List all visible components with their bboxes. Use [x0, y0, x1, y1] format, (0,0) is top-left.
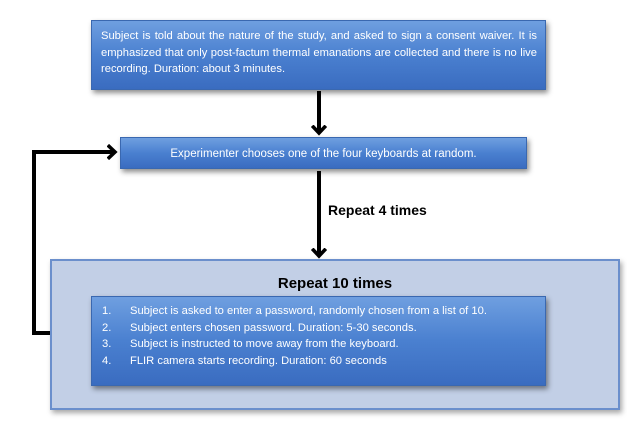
list-item: 1. Subject is asked to enter a password,…: [102, 303, 545, 320]
step-text: Subject is asked to enter a password, ra…: [130, 305, 487, 317]
list-item: 4. FLIR camera starts recording. Duratio…: [102, 353, 545, 370]
step-text: Subject enters chosen password. Duration…: [130, 321, 417, 334]
repeat-10-times-label: Repeat 10 times: [277, 275, 393, 292]
keyboard-choice-box: Experimenter chooses one of the four key…: [120, 137, 527, 169]
consent-step-box: Subject is told about the nature of the …: [91, 20, 546, 90]
step-text: Subject is instructed to move away from …: [130, 338, 399, 350]
list-item: 2. Subject enters chosen password. Durat…: [102, 320, 545, 337]
loop-back-arrow: [32, 152, 115, 335]
trial-steps-box: 1. Subject is asked to enter a password,…: [91, 296, 546, 386]
repeat-4-times-label: Repeat 4 times: [328, 202, 427, 218]
list-item: 3. Subject is instructed to move away fr…: [102, 336, 545, 353]
step-number: 4.: [102, 354, 112, 367]
step-text: FLIR camera starts recording. Duration: …: [130, 354, 387, 367]
step-number: 1.: [102, 305, 112, 317]
step-number: 3.: [102, 338, 112, 350]
step-number: 2.: [102, 321, 112, 334]
